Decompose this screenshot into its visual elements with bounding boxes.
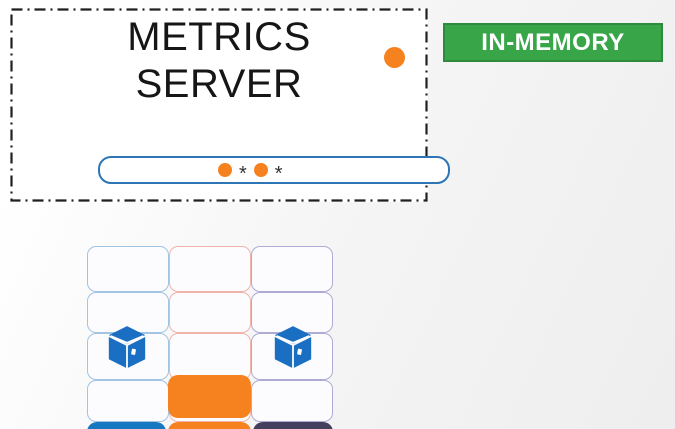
page-title-line2: SERVER (135, 62, 303, 106)
grid-cell (169, 292, 251, 333)
pod-bar-dark (253, 422, 333, 429)
in-memory-badge-label: IN-MEMORY (481, 28, 625, 56)
endpoint-pill: * * (98, 156, 450, 184)
page-title-line1: METRICS (127, 15, 311, 59)
grid-cell (169, 246, 251, 292)
metrics-server-box: METRICS SERVER * * (10, 8, 450, 202)
cluster-grid (87, 246, 333, 429)
grid-cell (87, 292, 169, 333)
package-icon (107, 324, 147, 370)
endpoint-dot-icon (218, 163, 232, 177)
status-dot-icon (384, 47, 405, 68)
grid-cell (251, 292, 333, 333)
pod-bar-orange (168, 422, 251, 429)
masked-char: * (239, 163, 247, 185)
grid-cell (251, 380, 333, 422)
endpoint-dot-icon (253, 163, 268, 177)
pod-bar-blue (87, 422, 166, 429)
in-memory-badge: IN-MEMORY (443, 23, 663, 62)
grid-cell (251, 246, 333, 292)
masked-char: * (274, 163, 283, 185)
grid-cell (169, 333, 251, 380)
package-icon (273, 324, 313, 370)
grid-cell (87, 246, 169, 292)
highlighted-cell (168, 375, 251, 418)
page-title: METRICS SERVER (10, 14, 428, 108)
grid-cell (87, 380, 169, 422)
